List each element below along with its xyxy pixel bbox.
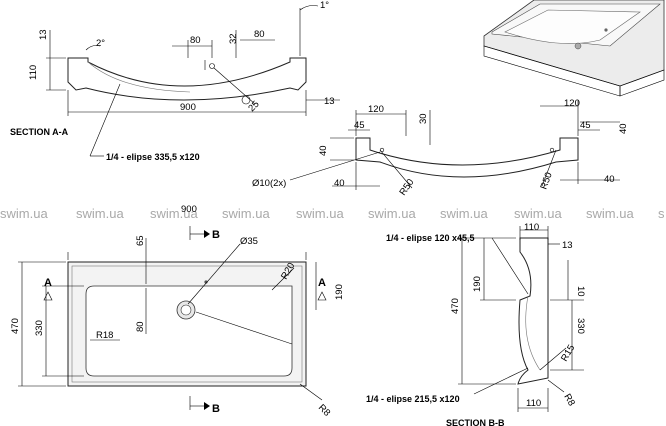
dim-13: 13	[38, 29, 49, 40]
watermark-text: swim.ua	[222, 206, 270, 221]
dim-80-left: 80	[190, 35, 201, 46]
dim-900-plan: 900	[181, 204, 197, 215]
dim-13-right: 13	[324, 96, 335, 107]
dim-40-left-vert: 40	[318, 145, 329, 156]
section-marker-b-bottom: B	[212, 403, 220, 415]
side-view-drawing: 120 120 45 45 30 40 40 40 40 R50 R50 Ø10…	[252, 98, 629, 198]
dim-d35: Ø35	[240, 236, 258, 247]
section-marker-a-right: A	[318, 277, 326, 289]
dim-angle-1: 1°	[320, 0, 329, 11]
dim-angle-2: 2°	[96, 38, 105, 49]
dim-110-top: 110	[524, 222, 539, 233]
dim-holes: Ø10(2x)	[252, 178, 286, 189]
dim-40-bottom-right: 40	[604, 174, 615, 185]
watermark-text: swim.ua	[586, 206, 634, 221]
section-marker-b-top: B	[212, 229, 220, 241]
watermark-text: swim.ua	[296, 206, 344, 221]
section-marker-a-left: A	[44, 277, 52, 289]
dim-r8-bb: R8	[561, 392, 577, 408]
dim-40-bottom-left: 40	[334, 178, 345, 189]
watermark-text: swim.ua	[514, 206, 562, 221]
dim-45-left: 45	[354, 120, 365, 131]
dim-470-bb: 470	[450, 298, 461, 314]
dim-r50-left: R50	[397, 177, 416, 198]
dim-45-right: 45	[580, 120, 591, 131]
dim-120-left: 120	[368, 104, 384, 115]
watermark-text: s	[658, 206, 665, 221]
dim-r50-right: R50	[538, 171, 554, 191]
section-bb-drawing: 110 13 470 190 10 330 R15 110 R8 1/4 -	[366, 222, 586, 426]
dim-470-plan: 470	[10, 318, 21, 334]
dim-120-right: 120	[564, 98, 580, 109]
dim-190-bb: 190	[472, 276, 483, 292]
plan-view-drawing: 900 65 Ø35 R20 470 330 190 80 R18 R8	[10, 204, 345, 419]
dim-190-plan: 190	[334, 284, 345, 300]
product-3d-preview	[483, 0, 665, 97]
dim-330-plan: 330	[34, 320, 45, 336]
section-bb-title: SECTION B-B	[446, 418, 505, 426]
section-aa-note: 1/4 - elipse 335,5 x120	[106, 152, 200, 162]
watermark-row: swim.ua swim.ua swim.ua swim.ua swim.ua …	[0, 206, 665, 221]
dim-110: 110	[28, 65, 39, 80]
watermark-text: swim.ua	[150, 206, 198, 221]
watermark-text: swim.ua	[0, 206, 48, 221]
watermark-text: swim.ua	[368, 206, 416, 221]
watermark-text: swim.ua	[76, 206, 124, 221]
dim-65: 65	[135, 235, 146, 246]
dim-32: 32	[228, 33, 239, 44]
dim-30: 30	[418, 113, 429, 124]
dim-r18: R18	[96, 330, 113, 341]
dim-80-plan: 80	[135, 321, 146, 332]
dim-13-bb: 13	[562, 240, 573, 251]
dim-80-right: 80	[254, 29, 265, 40]
section-aa-drawing: 110 13 2° 80 32 80 1° 900 25 13 SECTION …	[10, 0, 340, 162]
dim-10-bb: 10	[575, 286, 586, 297]
dim-900-section: 900	[180, 102, 196, 113]
dim-40-right-vert: 40	[618, 123, 629, 134]
section-bb-note-bottom: 1/4 - elipse 215,5 x120	[366, 394, 460, 404]
dim-110-bottom: 110	[526, 398, 541, 409]
section-bb-note-top: 1/4 - elipse 120 x45,5	[386, 233, 475, 243]
watermark-text: swim.ua	[440, 206, 488, 221]
section-aa-title: SECTION A-A	[10, 127, 69, 137]
dim-r8-plan: R8	[316, 402, 332, 418]
dim-r15: R15	[559, 343, 577, 364]
dim-330-bb: 330	[575, 318, 586, 334]
